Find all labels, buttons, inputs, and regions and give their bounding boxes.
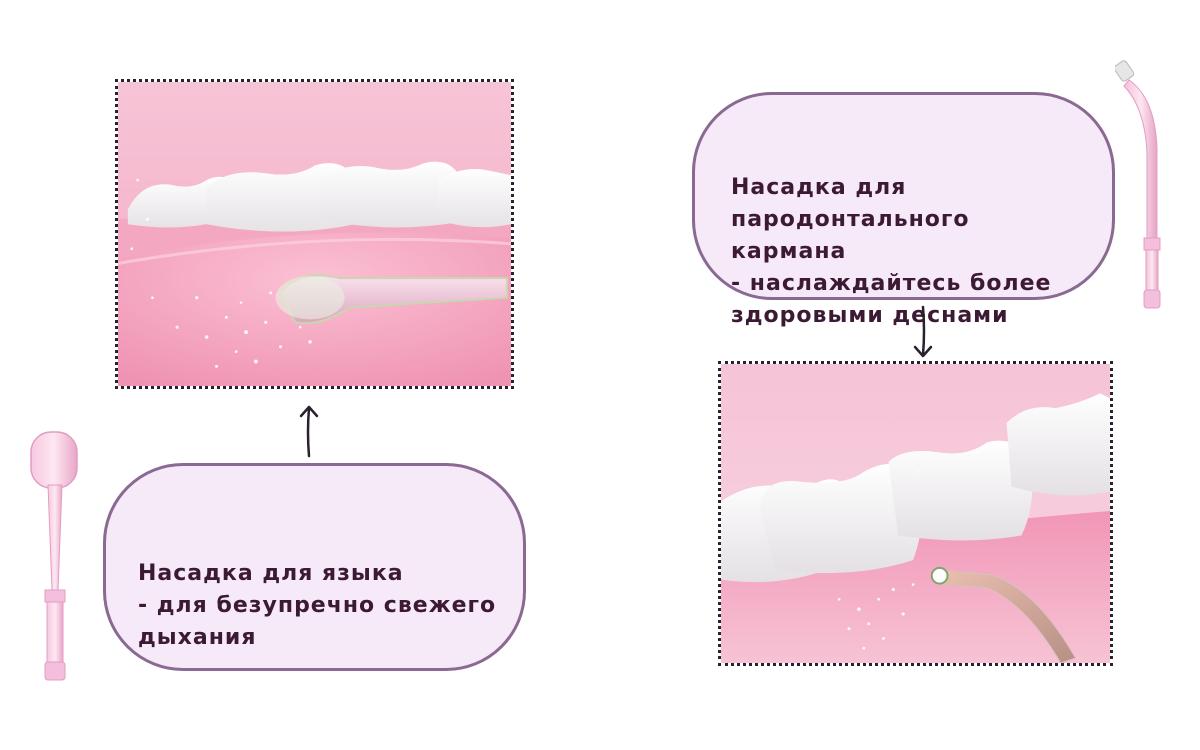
periodontal-nozzle-icon <box>1115 60 1161 309</box>
periodontal-tip-caption: Насадка для пародонтального кармана - на… <box>731 175 1052 328</box>
periodontal-tip-caption-bubble: Насадка для пародонтального кармана - на… <box>692 92 1115 328</box>
arrow-up-icon <box>299 405 319 458</box>
tongue-cleaning-photo-icon <box>118 82 511 386</box>
gum-pocket-irrigation-photo <box>718 361 1113 666</box>
tongue-cleaning-photo <box>115 79 514 389</box>
tongue-tip-caption: Насадка для языка - для безупречно свеже… <box>138 561 497 650</box>
tongue-tip-caption-bubble: Насадка для языка - для безупречно свеже… <box>103 463 526 671</box>
arrow-down-icon <box>913 305 933 358</box>
gum-pocket-irrigation-photo-icon <box>721 364 1110 663</box>
tongue-cleaner-nozzle-icon <box>30 431 78 681</box>
